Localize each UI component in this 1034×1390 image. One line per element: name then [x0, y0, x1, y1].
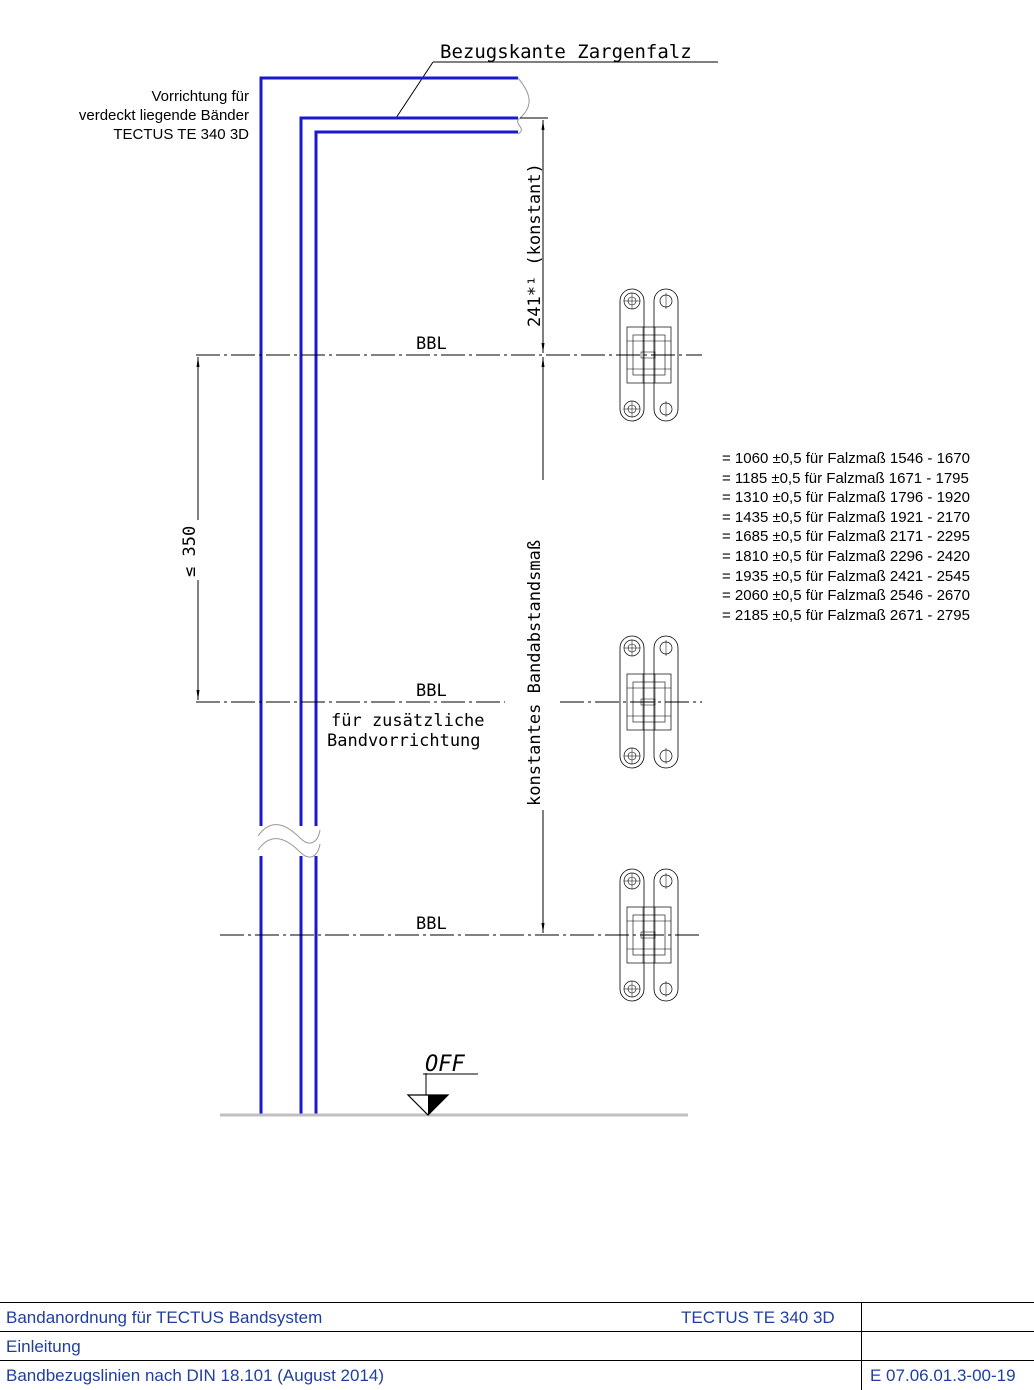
device-label-line2: verdeckt liegende Bänder — [79, 107, 249, 124]
bbl-lines — [196, 354, 702, 936]
device-label-line1: Vorrichtung für — [151, 88, 249, 105]
drawing-subtitle: Bandbezugslinien nach DIN 18.101 (August… — [6, 1366, 385, 1385]
title-row-3: Bandbezugslinien nach DIN 18.101 (August… — [0, 1360, 1034, 1389]
title-row-1: Bandanordnung für TECTUS Bandsystem TECT… — [0, 1302, 1034, 1331]
floor-level-symbol — [406, 1073, 478, 1116]
title-row-2: Einleitung — [0, 1331, 1034, 1360]
frame-line-middle — [299, 116, 518, 1115]
reference-edge-label: Bezugskante Zargenfalz — [440, 41, 692, 63]
title-block-divider — [861, 1302, 862, 1390]
section-name: Einleitung — [6, 1337, 81, 1356]
frame-line-outer — [259, 76, 518, 1115]
spacing-row: = 1685 ±0,5 für Falzmaß 2171 - 2295 — [722, 528, 970, 545]
drawing-title: Bandanordnung für TECTUS Bandsystem — [6, 1308, 323, 1327]
spacing-row: = 1060 ±0,5 für Falzmaß 1546 - 1670 — [722, 450, 970, 467]
dim-text-background — [526, 480, 546, 810]
spacing-table: = 1060 ±0,5 für Falzmaß 1546 - 1670 = 11… — [722, 450, 970, 624]
dim-text-top: 241*¹ (konstant) — [525, 163, 545, 327]
break-mark-vertical — [255, 824, 323, 858]
bbl-label-3: BBL — [416, 914, 447, 934]
spacing-row: = 1935 ±0,5 für Falzmaß 2421 - 2545 — [722, 568, 970, 585]
dim-text-spacing: konstantes Bandabstandsmaß — [525, 540, 545, 806]
floor-label: OFF — [425, 1052, 465, 1077]
break-mark-top — [517, 77, 530, 135]
dim-max-background — [180, 520, 202, 580]
additional-device-line2: Bandvorrichtung — [327, 731, 481, 751]
bbl-label-2: BBL — [416, 681, 447, 701]
bbl-label-1: BBL — [416, 334, 447, 354]
frame-line-inner — [314, 130, 518, 1115]
technical-drawing: Bezugskante Zargenfalz Vorrichtung für v… — [79, 41, 970, 1117]
additional-device-line1: für zusätzliche — [331, 711, 485, 731]
product-name: TECTUS TE 340 3D — [681, 1308, 835, 1327]
spacing-row: = 1310 ±0,5 für Falzmaß 1796 - 1920 — [722, 489, 970, 506]
reference-edge-leader — [395, 61, 434, 119]
spacing-row: = 1810 ±0,5 für Falzmaß 2296 - 2420 — [722, 548, 970, 565]
frame-profile — [259, 76, 518, 1115]
dim-text-max: ≤ 350 — [180, 526, 200, 577]
spacing-row: = 1185 ±0,5 für Falzmaß 1671 - 1795 — [722, 470, 969, 487]
spacing-row: = 1435 ±0,5 für Falzmaß 1921 - 2170 — [722, 509, 970, 526]
spacing-row: = 2060 ±0,5 für Falzmaß 2546 - 2670 — [722, 587, 970, 604]
device-label-line3: TECTUS TE 340 3D — [113, 126, 249, 143]
drawing-number: E 07.06.01.3-00-19 — [870, 1366, 1016, 1385]
spacing-row: = 2185 ±0,5 für Falzmaß 2671 - 2795 — [722, 607, 970, 624]
title-block: Bandanordnung für TECTUS Bandsystem TECT… — [0, 1302, 1034, 1390]
